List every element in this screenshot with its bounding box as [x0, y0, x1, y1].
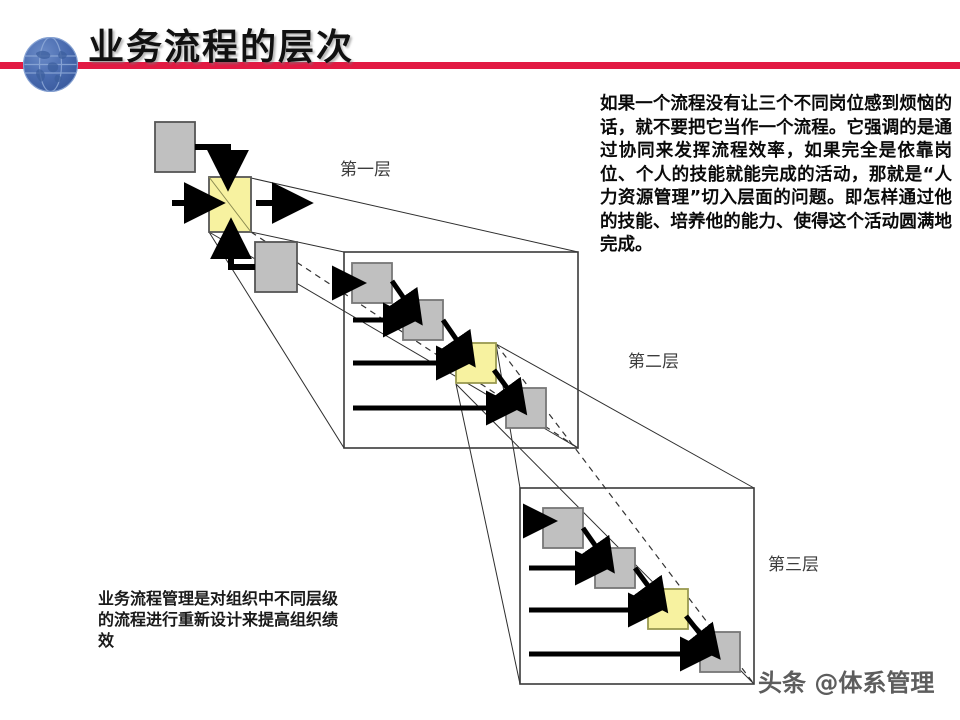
layer-1-arrows [172, 144, 314, 270]
layer-1-group [154, 121, 314, 293]
globe-icon [23, 37, 78, 92]
layer-3-arrows [522, 503, 721, 672]
header-red-rule [0, 62, 960, 69]
layer-2-label: 第二层 [628, 352, 679, 372]
layer-1-label: 第一层 [340, 160, 391, 180]
layer-3-group [519, 487, 755, 685]
layer-3-label: 第三层 [768, 555, 819, 575]
layer-2-arrows [331, 265, 528, 426]
slide-header: 业务流程的层次 [0, 0, 960, 100]
gray-box [254, 241, 298, 293]
watermark-label: 头条 @体系管理 [758, 669, 935, 697]
gray-box [351, 262, 393, 304]
layer-2-group [331, 251, 579, 449]
page-title: 业务流程的层次 [88, 26, 355, 68]
side-note-paragraph: 如果一个流程没有让三个不同岗位感到烦恼的话，就不要把它当作一个流程。它强调的是通… [600, 94, 952, 255]
layer-2-frame [343, 251, 579, 449]
layer-3-frame [519, 487, 755, 685]
gray-box [542, 507, 584, 549]
bottom-note-paragraph: 业务流程管理是对组织中不同层级的流程进行重新设计来提高组织绩效 [98, 589, 339, 650]
gray-box [154, 121, 196, 173]
